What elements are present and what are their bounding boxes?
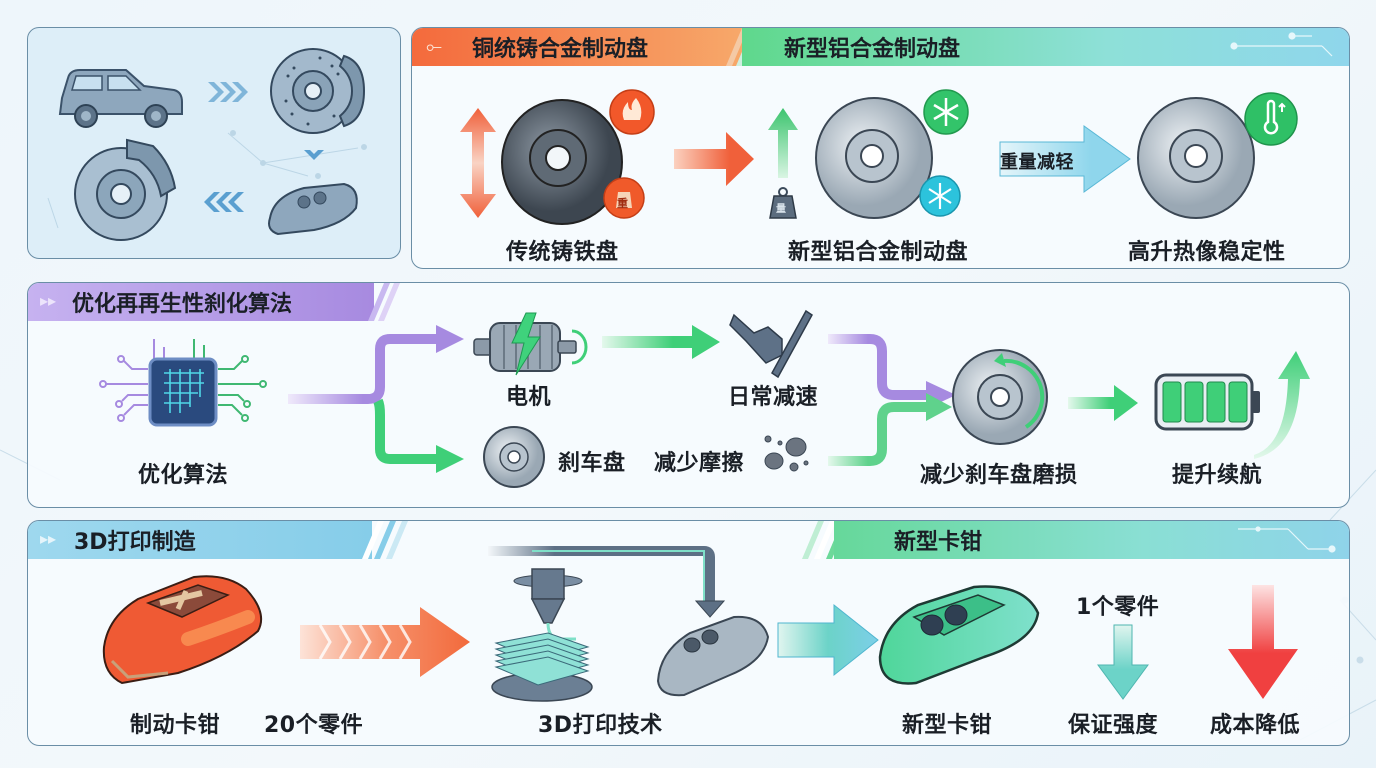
header-regen-algorithm: 优化再再生性刹化算法 <box>72 292 293 317</box>
merge-arrows <box>828 334 956 466</box>
brake-disc-small-icon <box>483 426 545 488</box>
circuit-decoration <box>1230 32 1333 57</box>
weight-badge-icon <box>603 177 645 219</box>
battery-cells <box>1162 381 1248 423</box>
arrow-up-curve-icon <box>1254 351 1310 459</box>
header-bar-left <box>412 28 742 66</box>
strength-label: 保证强度 <box>1068 713 1159 738</box>
arrow-right-orange-icon <box>674 132 754 186</box>
caliper-green-icon <box>878 585 1040 685</box>
aluminum-disc-label: 新型铝合金制动盘 <box>788 240 969 265</box>
stable-disc-icon <box>1137 97 1255 219</box>
weight-badge-text: 重 <box>617 197 628 210</box>
range-label: 提升续航 <box>1172 463 1263 488</box>
arrow-down-teal-icon <box>1097 624 1149 700</box>
header-bar-blue <box>28 521 372 559</box>
header-aluminum-disc: 新型铝合金制动盘 <box>784 37 961 62</box>
disc-wear-label: 减少刹车盘磨损 <box>920 463 1078 488</box>
header-bar-green <box>834 521 1349 559</box>
branch-icon: ⟜ <box>426 34 442 58</box>
drilled-brake-disc-icon <box>270 48 366 134</box>
header-bar-right <box>742 28 1349 66</box>
battery-cell <box>1228 381 1248 423</box>
play-icon: ▸▸ <box>40 291 57 310</box>
header-traditional-disc: 铜统铸合金制动盘 <box>472 37 649 62</box>
motor-icon <box>473 312 588 376</box>
split-arrows <box>288 325 464 473</box>
deceleration-label: 日常减速 <box>728 385 819 410</box>
caliper-red-icon <box>102 575 262 685</box>
3d-printing-label: 3D打印技术 <box>538 713 663 738</box>
double-arrow-icon <box>460 108 496 218</box>
brake-disc-label: 刹车盘 <box>558 451 626 476</box>
thermometer-badge-icon <box>1244 92 1298 146</box>
rotating-disc-icon <box>952 349 1048 445</box>
chevron-down-icon <box>304 150 324 160</box>
snowflake-badge-cyan-icon <box>919 175 961 217</box>
printed-caliper-icon <box>656 615 770 697</box>
chevron-left-icon <box>204 192 244 212</box>
traditional-disc-label: 传统铸铁盘 <box>506 240 619 265</box>
algorithm-label: 优化算法 <box>138 463 229 488</box>
header-divider-stripes <box>368 283 400 321</box>
circuit-decoration <box>1238 526 1336 553</box>
header-3d-printing: 3D打印制造 <box>74 530 196 555</box>
snowflake-badge-icon <box>923 89 969 135</box>
debris-particles-icon <box>764 435 809 472</box>
brake-disc-panel: ⟜ 铜统铸合金制动盘 新型铝合金制动盘 重 传统铸铁盘 量 <box>411 27 1350 269</box>
arrow-down-red-icon <box>1228 585 1298 699</box>
arrow-right-green-icon <box>1068 385 1138 421</box>
3d-printer-icon <box>488 546 726 702</box>
thermal-stability-label: 高升热像稳定性 <box>1128 240 1286 265</box>
3d-printing-panel: ▸▸ 3D打印制造 新型卡钳 制动卡钳 20个零件 3D打印技术 <box>27 520 1350 746</box>
chip-icon <box>99 339 267 427</box>
motor-label: 电机 <box>506 385 552 410</box>
battery-cell <box>1206 381 1226 423</box>
battery-icon <box>1154 373 1260 431</box>
regen-braking-panel: ▸▸ 优化再再生性刹化算法 优化算法 <box>27 282 1350 508</box>
cost-label: 成本降低 <box>1210 713 1301 738</box>
arrow-right-green-icon <box>602 325 720 359</box>
arrow-right-teal-icon <box>777 603 879 677</box>
aluminum-disc-icon <box>815 97 933 219</box>
cast-iron-disc-icon <box>501 99 623 225</box>
caliper-label: 制动卡钳 <box>130 713 221 738</box>
parts-count-label: 20个零件 <box>264 713 364 738</box>
battery-cell <box>1162 381 1182 423</box>
weight-icon-text: 量 <box>776 204 786 215</box>
brake-pedal-icon <box>729 309 813 379</box>
new-caliper-label: 新型卡钳 <box>902 713 993 738</box>
header-new-caliper: 新型卡钳 <box>894 530 983 555</box>
play-icon: ▸▸ <box>40 529 57 548</box>
chevron-right-icon <box>208 82 248 102</box>
header-bar-purple <box>28 283 374 321</box>
arrow-up-green-icon <box>768 108 798 178</box>
fire-badge-icon <box>609 89 655 135</box>
car-icon <box>58 69 183 128</box>
friction-label: 减少摩擦 <box>654 451 745 476</box>
overview-panel <box>27 27 401 259</box>
weight-reduction-label: 重量减轻 <box>1000 152 1074 173</box>
weight-icon <box>769 187 797 219</box>
single-part-label: 1个零件 <box>1076 595 1160 620</box>
arrow-right-orange-striped-icon <box>300 607 470 677</box>
caliper-icon <box>268 182 358 236</box>
header-divider-stripes <box>362 521 408 559</box>
arrow-right-blue-icon <box>999 125 1131 193</box>
brake-disc-caliper-icon <box>74 138 177 241</box>
battery-cell <box>1184 381 1204 423</box>
